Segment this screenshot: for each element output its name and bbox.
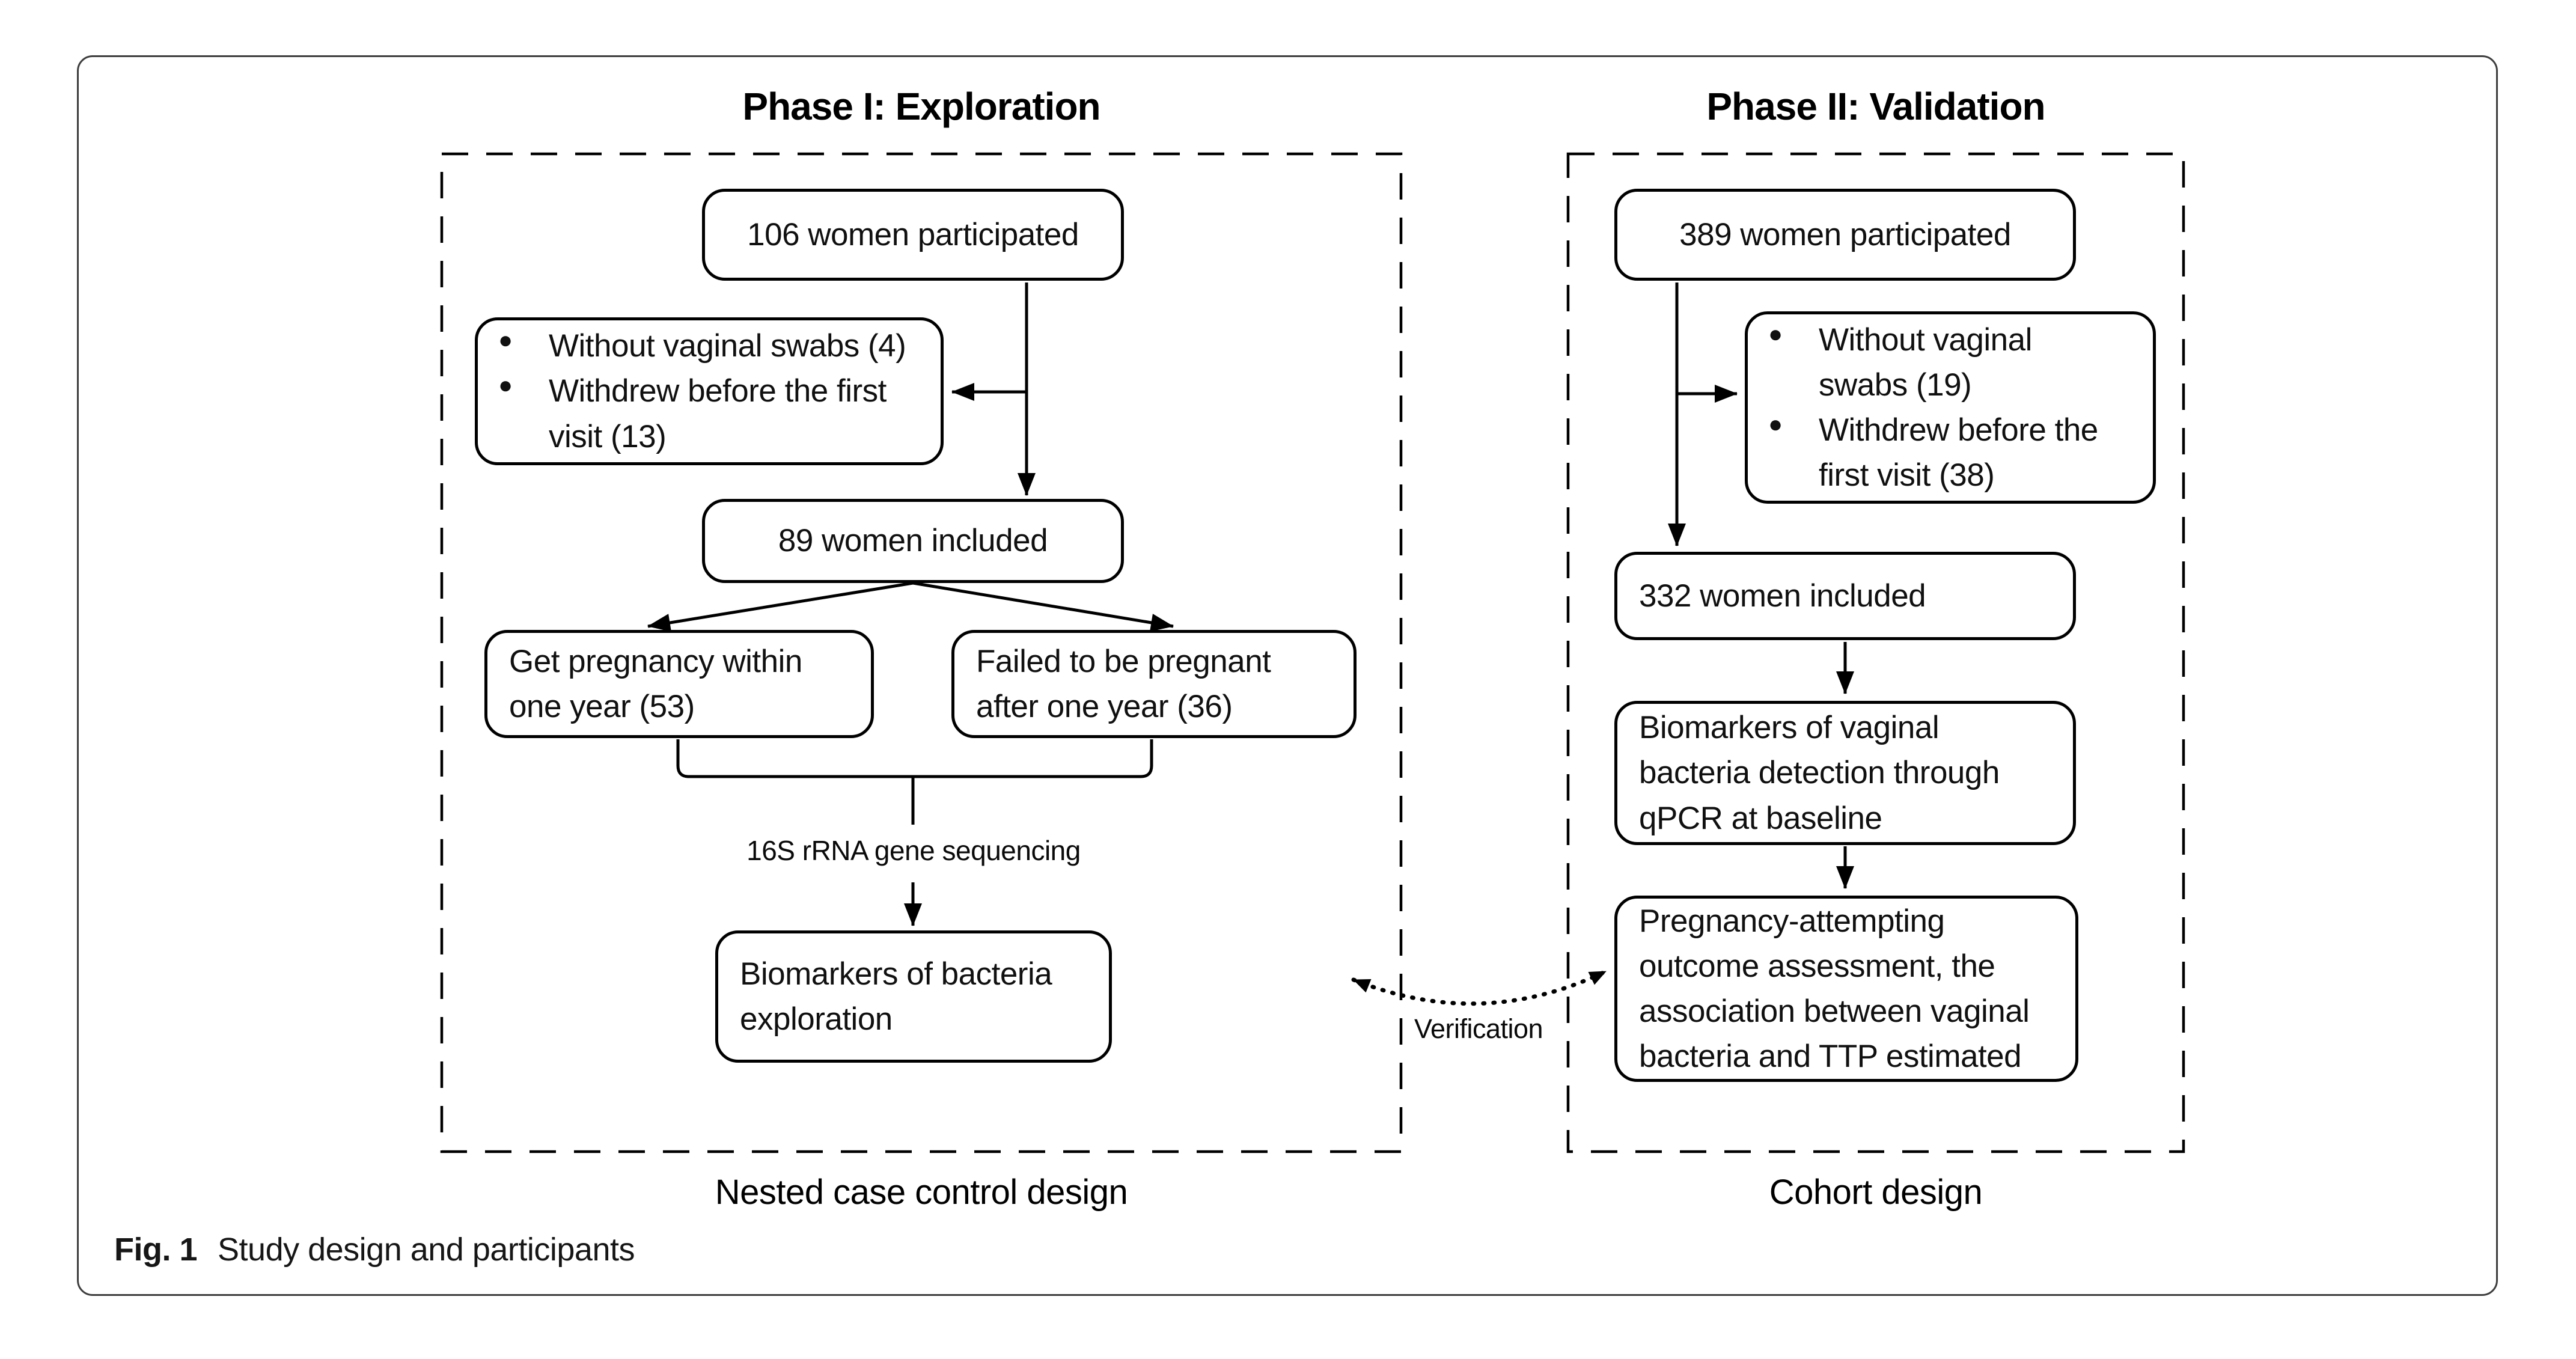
phase1-title: Phase I: Exploration [742, 85, 1100, 128]
bullet-icon: ● [1768, 411, 1783, 438]
box-p1-included: 89 women included [702, 499, 1124, 583]
bullet-icon: ● [1768, 320, 1783, 347]
phase1-design-label: Nested case control design [715, 1173, 1128, 1212]
list-item: ● Withdrew before the first visit (13) [498, 368, 931, 459]
box-p1-biomarkers: Biomarkers of bacteria exploration [715, 930, 1112, 1063]
bullet-icon: ● [498, 372, 513, 399]
figure-caption: Fig. 1 Study design and participants [114, 1231, 635, 1268]
box-p1-exclusion: ● Without vaginal swabs (4) ● Withdrew b… [475, 317, 944, 465]
box-p2-qpcr: Biomarkers of vaginal bacteria detection… [1614, 701, 2076, 845]
box-text: 389 women participated [1679, 216, 2011, 252]
bracket-join [676, 739, 1153, 778]
phase2-connectors [1668, 282, 1854, 889]
list-item: ● Withdrew before the first visit (38) [1768, 408, 2143, 498]
phase2-design-label: Cohort design [1769, 1173, 1983, 1212]
box-text: Biomarkers of vaginal bacteria detection… [1639, 710, 2000, 836]
arrow-included-to-pregnant [647, 581, 914, 632]
box-p1-participated: 106 women participated [702, 189, 1124, 281]
arrow-included-to-not-pregnant [912, 581, 1174, 632]
box-text: Get pregnancy within one year (53) [509, 643, 802, 724]
sequencing-label: 16S rRNA gene sequencing [746, 835, 1081, 866]
box-text: Biomarkers of bacteria exploration [740, 956, 1052, 1037]
exclusion-item-text: Withdrew before the first visit (13) [549, 373, 887, 454]
bullet-icon: ● [498, 327, 513, 354]
box-p2-exclusion: ● Without vaginal swabs (19) ● Withdrew … [1745, 311, 2156, 504]
verification-dotted-arrow [1351, 969, 1608, 1006]
caption-label: Fig. 1 [114, 1232, 198, 1268]
box-text: Failed to be pregnant after one year (36… [976, 643, 1271, 724]
exclusion-item-text: Without vaginal swabs (4) [549, 328, 906, 364]
box-text: 106 women participated [747, 216, 1079, 252]
box-p2-participated: 389 women participated [1614, 189, 2076, 281]
phase2-panel-border [1566, 152, 2185, 1153]
box-text: 89 women included [778, 523, 1048, 559]
list-item: ● Without vaginal swabs (19) [1768, 317, 2143, 408]
list-item: ● Without vaginal swabs (4) [498, 323, 931, 368]
exclusion-item-text: Without vaginal swabs (19) [1819, 322, 2032, 403]
box-text: Pregnancy-attempting outcome assessment,… [1639, 903, 2030, 1075]
exclusion-item-text: Withdrew before the first visit (38) [1819, 412, 2098, 493]
box-p2-outcome: Pregnancy-attempting outcome assessment,… [1614, 896, 2078, 1082]
box-p1-pregnant: Get pregnancy within one year (53) [484, 630, 874, 738]
box-p2-included: 332 women included [1614, 552, 2076, 640]
box-p1-not-pregnant: Failed to be pregnant after one year (36… [951, 630, 1357, 738]
box-text: 332 women included [1639, 578, 1926, 614]
phase2-title: Phase II: Validation [1706, 85, 2045, 128]
verification-label: Verification [1414, 1013, 1543, 1044]
caption-text: Study design and participants [218, 1232, 635, 1268]
phase1-connectors [647, 282, 1174, 926]
